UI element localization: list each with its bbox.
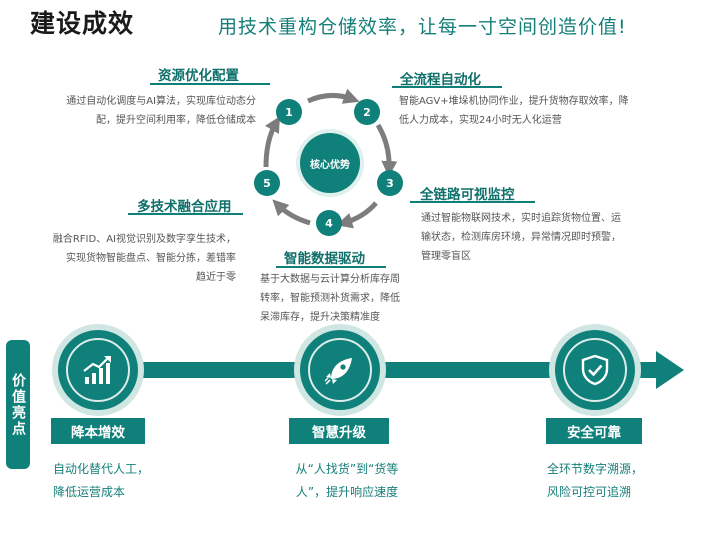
arrow-1-2	[306, 88, 360, 104]
node-3: 3	[377, 170, 403, 196]
node-1: 1	[276, 99, 302, 125]
value-title-2: 智慧升级	[289, 418, 389, 444]
slogan: 用技术重构仓储效率，让每一寸空间创造价值!	[218, 16, 627, 38]
node-2: 2	[354, 99, 380, 125]
arrow-4-5	[272, 199, 311, 226]
value-highlights-label: 价值亮点	[6, 340, 30, 469]
section-desc-1: 通过自动化调度与AI算法，实现库位动态分 配，提升空间利用率，降低仓储成本	[66, 96, 256, 126]
section-title-4: 智能数据驱动	[284, 251, 365, 267]
title-underline	[150, 83, 270, 85]
section-desc-2: 智能AGV+堆垛机协同作业，提升货物存取效率，降 低人力成本，实现24小时无人化…	[399, 96, 629, 126]
title-underline	[410, 201, 535, 203]
value-desc-2: 从“人找货”到“货等 人”，提升响应速度	[295, 462, 399, 499]
page-title: 建设成效	[30, 9, 135, 38]
node-5: 5	[254, 170, 280, 196]
value-icon-1	[58, 330, 138, 410]
section-desc-5: 融合RFID、AI视觉识别及数字孪生技术， 实现货物智能盘点、智能分拣，差错率 …	[52, 234, 236, 283]
node-4: 4	[316, 210, 342, 236]
value-icon-3	[555, 330, 635, 410]
value-desc-1: 自动化替代人工， 降低运营成本	[53, 462, 150, 499]
rocket-icon	[324, 358, 352, 385]
section-desc-3: 通过智能物联网技术，实时追踪货物位置、运 输状态，检测库房环境，异常情况即时预警…	[421, 213, 621, 262]
bar-chart-icon	[83, 356, 111, 384]
arrow-3-4	[336, 201, 378, 229]
section-title-2: 全流程自动化	[400, 72, 481, 88]
timeline-arrowhead	[656, 351, 684, 389]
section-desc-4: 基于大数据与云计算分析库存周 转率，智能预测补货需求，降低 呆滞库存，提升决策精…	[260, 274, 400, 323]
value-title-3: 安全可靠	[546, 418, 642, 444]
section-title-5: 多技术融合应用	[137, 199, 232, 215]
title-underline	[128, 213, 243, 215]
section-title-3: 全链路可视监控	[420, 187, 515, 203]
value-icon-2	[300, 330, 380, 410]
cycle-arrows	[263, 88, 398, 229]
core-advantage: 核心优势	[300, 133, 360, 193]
shield-check-icon	[581, 354, 609, 386]
section-title-1: 资源优化配置	[158, 68, 239, 84]
arrow-2-3	[375, 123, 398, 177]
title-underline	[392, 86, 502, 88]
arrow-5-1	[263, 116, 281, 168]
value-desc-3: 全环节数字溯源， 风险可控可追溯	[547, 462, 644, 499]
value-title-1: 降本增效	[51, 418, 145, 444]
title-underline	[276, 266, 386, 268]
